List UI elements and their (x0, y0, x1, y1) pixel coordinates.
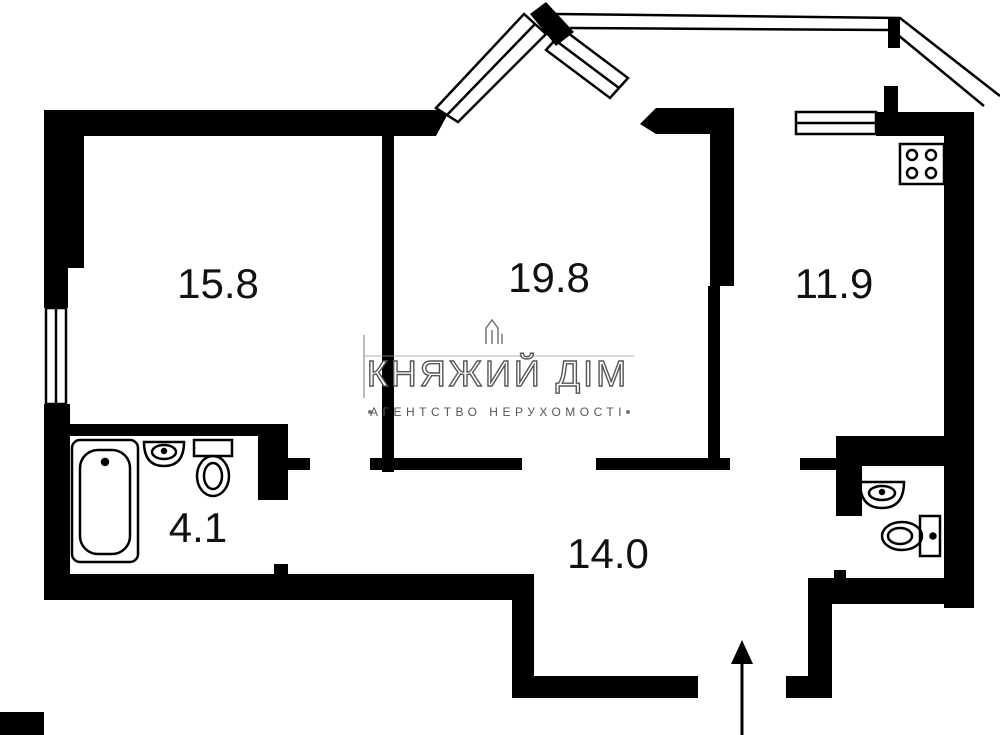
outer-wall-bottom-right (808, 578, 974, 604)
sink-icon (142, 440, 186, 468)
bathtub-icon (70, 438, 140, 564)
bathroom-top-wall (70, 424, 270, 436)
stove-icon (898, 142, 946, 186)
partition-wall-2-upper (710, 134, 734, 286)
watermark: КНЯЖИЙ ДІМ АГЕНТСТВО НЕРУХОМОСТІ (363, 318, 634, 419)
outer-wall-right (944, 112, 974, 608)
bathroom-door-post (274, 564, 288, 574)
entrance-arrow-icon (731, 640, 753, 735)
brand-subtitle: АГЕНТСТВО НЕРУХОМОСТІ (370, 405, 626, 419)
bathroom-right-wall (258, 424, 288, 500)
outer-wall-left-mid (44, 268, 68, 308)
area-room-3: 11.9 (795, 260, 874, 307)
outer-wall-top-left (44, 110, 450, 136)
outer-wall-bottom-entry-right (786, 676, 832, 698)
partition-wall-1 (382, 136, 394, 472)
wc-sink-icon (858, 480, 906, 510)
bathroom-door-stub (286, 458, 310, 470)
wc-door-stub (800, 458, 840, 470)
wall-bay-right-stub (640, 108, 734, 134)
outer-wall-bottom-entry-left (512, 676, 698, 698)
walls (0, 108, 974, 735)
windows (44, 12, 1000, 406)
wc-left-wall (836, 466, 862, 516)
outer-wall-left-lower (44, 404, 70, 600)
area-hallway: 14.0 (567, 530, 649, 577)
door-wall-left (370, 458, 522, 470)
area-room-1: 15.8 (177, 260, 259, 307)
house-logo-icon (485, 318, 503, 344)
wc-door-post (834, 570, 846, 580)
toilet-icon (192, 438, 234, 498)
area-bathroom: 4.1 (169, 504, 227, 551)
area-room-2: 19.8 (508, 254, 590, 301)
balcony-rail-inner (569, 26, 985, 107)
outer-wall-left-upper (44, 110, 84, 268)
corner-mark (0, 712, 44, 735)
outer-wall-notch-left (512, 574, 534, 696)
wc-top-wall (836, 436, 944, 466)
brand-name: КНЯЖИЙ ДІМ (367, 352, 629, 394)
door-wall-right (596, 458, 730, 470)
outer-wall-bottom-left (44, 574, 534, 600)
wc-toilet-icon (880, 514, 942, 558)
partition-wall-2-lower (708, 286, 720, 470)
outer-wall-top-right (876, 112, 974, 136)
bay-joints (530, 2, 900, 112)
